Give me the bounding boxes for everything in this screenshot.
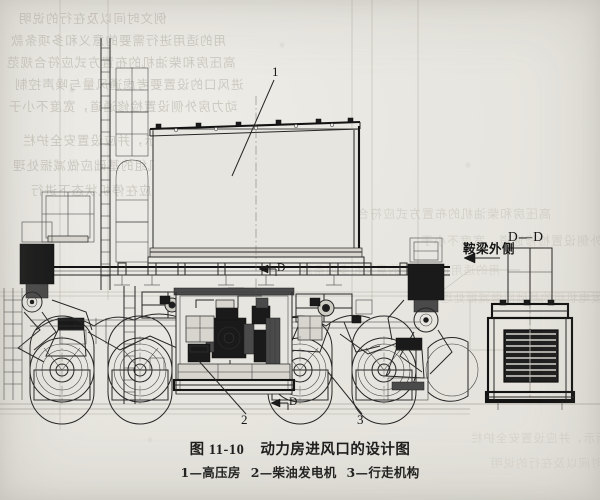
legend-item-2-label: 柴油发电机 — [272, 465, 337, 480]
leader-line-3 — [327, 371, 363, 415]
left-ladder — [3, 288, 23, 400]
callout-label-1: 1 — [272, 64, 279, 79]
legend-item-3-key: 3 — [346, 465, 356, 480]
section-mark-label-lower: D — [289, 396, 298, 408]
diesel-generator-unit — [172, 287, 323, 395]
saddle-beam-direction-arrow — [463, 252, 500, 264]
wheel-assembly-partial — [425, 337, 479, 402]
callout-label-3: 3 — [357, 412, 364, 427]
callout-leader-lines — [197, 79, 363, 415]
legend-item-3-label: 行走机构 — [368, 465, 420, 480]
section-view-d-d — [484, 247, 576, 410]
left-tower-assembly — [17, 191, 95, 363]
deck-beam-assembly — [20, 262, 450, 286]
ladder-rungs — [101, 47, 110, 277]
legend-item-1-label: 高压房 — [202, 465, 241, 480]
figure-title: 动力房进风口的设计图 — [260, 441, 411, 458]
callout-label-2: 2 — [241, 412, 248, 427]
access-ladder — [3, 38, 149, 404]
section-mark-label-upper: D — [277, 262, 286, 274]
control-panels — [185, 299, 235, 363]
section-mark-lower — [270, 398, 289, 410]
roof-fasteners — [155, 117, 354, 129]
section-arrow-marks — [258, 237, 527, 410]
ghost-construction-lines — [0, 0, 600, 430]
leader-line-2 — [197, 359, 247, 415]
section-mark-upper — [258, 264, 277, 276]
legend-item-2-key: 2 — [250, 465, 260, 480]
right-end-machinery — [385, 237, 453, 401]
leader-line-1 — [231, 79, 275, 177]
legend-item-1-key: 1 — [180, 465, 190, 480]
section-view-title: D—D — [508, 229, 544, 244]
figure-number: 图 11-10 — [189, 442, 245, 458]
ladder-guard-cage — [115, 67, 149, 263]
saddle-beam-outside-label: 鞍梁外侧 — [463, 241, 516, 256]
louver-intake-panel — [503, 329, 559, 383]
figure-caption-title: 图 11-10 动力房进风口的设计图 — [0, 438, 600, 459]
